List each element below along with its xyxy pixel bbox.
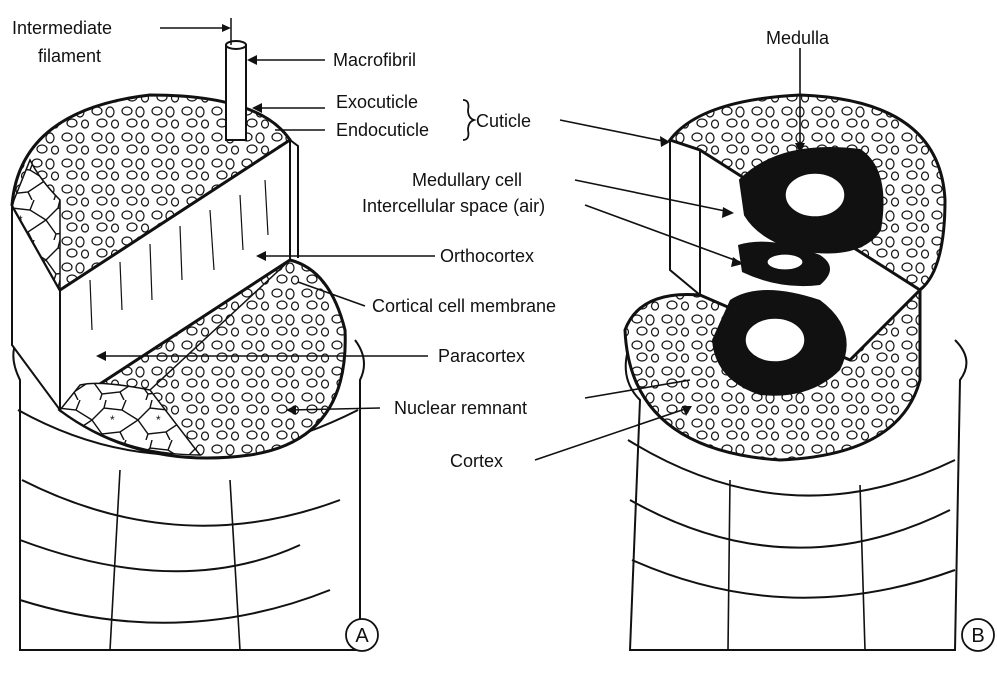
label-cortical-cell-membrane: Cortical cell membrane <box>372 296 556 316</box>
label-medulla: Medulla <box>766 28 830 48</box>
label-orthocortex: Orthocortex <box>440 246 534 266</box>
label-intermediate-filament-2: filament <box>38 46 101 66</box>
panel-a-letter: A <box>355 625 369 647</box>
label-intercellular-space: Intercellular space (air) <box>362 196 545 216</box>
medulla-nucleus-1 <box>785 173 845 217</box>
panel-b-fiber <box>625 95 966 650</box>
macrofibril-rod <box>226 45 246 140</box>
panel-marker-a: A <box>346 619 378 651</box>
label-paracortex: Paracortex <box>438 346 525 366</box>
label-intermediate-filament-1: Intermediate <box>12 18 112 38</box>
label-macrofibril: Macrofibril <box>333 50 416 70</box>
label-endocuticle: Endocuticle <box>336 120 429 140</box>
medulla-nucleus-2 <box>745 318 805 362</box>
label-cortex: Cortex <box>450 451 503 471</box>
label-exocuticle: Exocuticle <box>336 92 418 112</box>
panel-a-fiber <box>12 18 364 650</box>
label-cuticle: Cuticle <box>476 111 531 131</box>
label-medullary-cell: Medullary cell <box>412 170 522 190</box>
panel-marker-b: B <box>962 619 994 651</box>
panel-b-letter: B <box>971 625 984 647</box>
label-nuclear-remnant: Nuclear remnant <box>394 398 527 418</box>
cuticle-brace <box>463 100 474 140</box>
panel-b-cut-face <box>670 140 700 295</box>
